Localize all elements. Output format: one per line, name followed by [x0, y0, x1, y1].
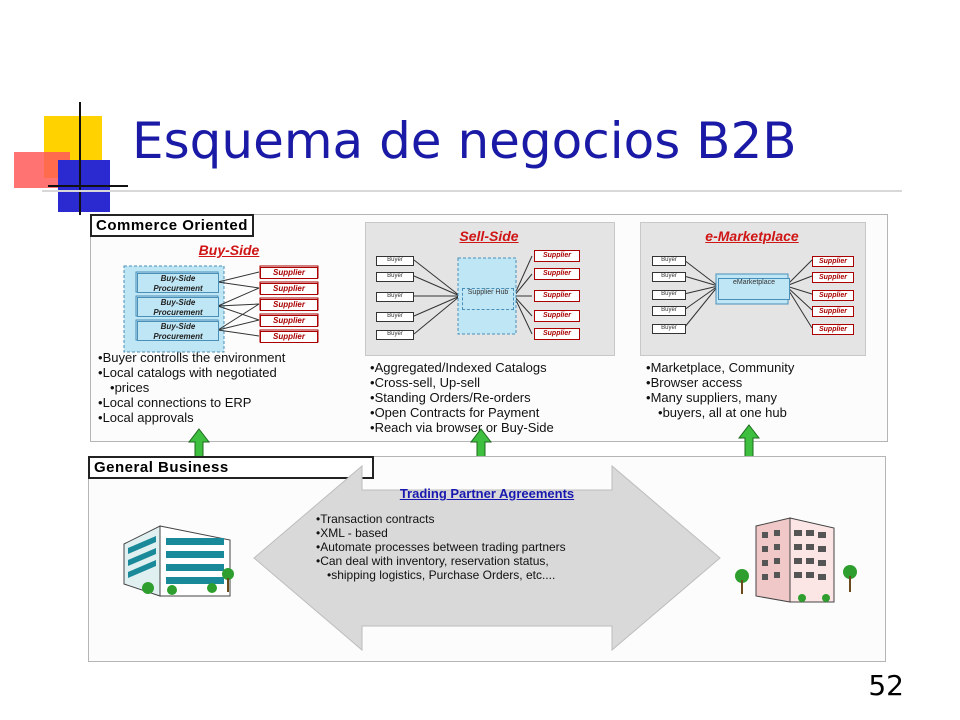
procurement-box-1: Buy-Side Procurement System	[137, 273, 219, 293]
list-item: Marketplace, Community	[646, 360, 795, 375]
sell-side-buyer-2: Buyer	[376, 272, 414, 282]
list-item: Can deal with inventory, reservation sta…	[316, 554, 566, 568]
list-item: Cross-sell, Up-sell	[370, 375, 554, 390]
marketplace-supplier-5: Supplier	[812, 324, 854, 335]
buy-side-pane: Buy-Side Buy-Side Procurement System Buy…	[96, 238, 362, 436]
marketplace-buyer-1: Buyer	[652, 256, 686, 266]
marketplace-bullets: Marketplace, Community Browser access Ma…	[646, 360, 795, 420]
office-building-icon	[123, 525, 234, 597]
list-item: Transaction contracts	[316, 512, 566, 526]
list-item: Many suppliers, many	[646, 390, 794, 405]
buy-side-supplier-1: Supplier	[260, 267, 318, 279]
list-item: Buyer controlls the environment	[98, 350, 286, 365]
slide-title: Esquema de negocios B2B	[132, 112, 797, 170]
list-item: Local connections to ERP	[98, 395, 285, 410]
sell-side-bullets: Aggregated/Indexed Catalogs Cross-sell, …	[370, 360, 554, 435]
sell-side-hub: Supplier Hub	[462, 288, 514, 310]
slide-logo-icon	[14, 102, 128, 215]
list-item: prices	[98, 380, 285, 395]
list-item: buyers, all at one hub	[646, 405, 794, 420]
buy-side-supplier-3: Supplier	[260, 299, 318, 311]
marketplace-hub: eMarketplace	[718, 278, 790, 300]
buy-side-bullets: Buyer controlls the environment Local ca…	[98, 350, 286, 425]
sell-side-supplier-3: Supplier	[534, 290, 580, 302]
list-item: Local catalogs with negotiated	[98, 365, 285, 380]
buy-side-heading: Buy-Side	[198, 242, 260, 258]
list-item: Browser access	[646, 375, 794, 390]
title-divider	[42, 190, 902, 192]
apartment-building-icon	[735, 517, 857, 603]
buy-side-supplier-5: Supplier	[260, 331, 318, 343]
sell-side-supplier-5: Supplier	[534, 328, 580, 340]
list-item: shipping logistics, Purchase Orders, etc…	[316, 568, 566, 582]
list-item: Reach via browser or Buy-Side	[370, 420, 554, 435]
procurement-box-3: Buy-Side Procurement System	[137, 321, 219, 341]
sell-side-buyer-1: Buyer	[376, 256, 414, 266]
marketplace-buyer-2: Buyer	[652, 272, 686, 282]
list-item: Standing Orders/Re-orders	[370, 390, 554, 405]
marketplace-supplier-1: Supplier	[812, 256, 854, 267]
list-item: XML - based	[316, 526, 566, 540]
list-item: Open Contracts for Payment	[370, 405, 554, 420]
marketplace-supplier-4: Supplier	[812, 306, 854, 317]
sell-side-buyer-5: Buyer	[376, 330, 414, 340]
sell-side-supplier-4: Supplier	[534, 310, 580, 322]
marketplace-buyer-4: Buyer	[652, 306, 686, 316]
marketplace-supplier-2: Supplier	[812, 272, 854, 283]
sell-side-buyer-4: Buyer	[376, 312, 414, 322]
list-item: Local approvals	[98, 410, 285, 425]
sell-side-buyer-3: Buyer	[376, 292, 414, 302]
slide-number: 52	[868, 669, 904, 702]
commerce-oriented-label: Commerce Oriented	[90, 214, 254, 237]
agreements-title: Trading Partner Agreements	[399, 486, 575, 501]
marketplace-buyer-5: Buyer	[652, 324, 686, 334]
list-item: Aggregated/Indexed Catalogs	[370, 360, 554, 375]
list-item: Automate processes between trading partn…	[316, 540, 565, 554]
procurement-box-2: Buy-Side Procurement System	[137, 297, 219, 317]
sell-side-supplier-2: Supplier	[534, 268, 580, 280]
marketplace-supplier-3: Supplier	[812, 290, 854, 301]
sell-side-supplier-1: Supplier	[534, 250, 580, 262]
general-business-label: General Business	[88, 456, 374, 479]
buy-side-supplier-4: Supplier	[260, 315, 318, 327]
buy-side-supplier-2: Supplier	[260, 283, 318, 295]
sell-side-heading: Sell-Side	[459, 228, 519, 244]
marketplace-heading: e-Marketplace	[705, 228, 799, 244]
marketplace-buyer-3: Buyer	[652, 290, 686, 300]
agreements-bullets: Transaction contracts XML - based Automa…	[316, 512, 566, 582]
